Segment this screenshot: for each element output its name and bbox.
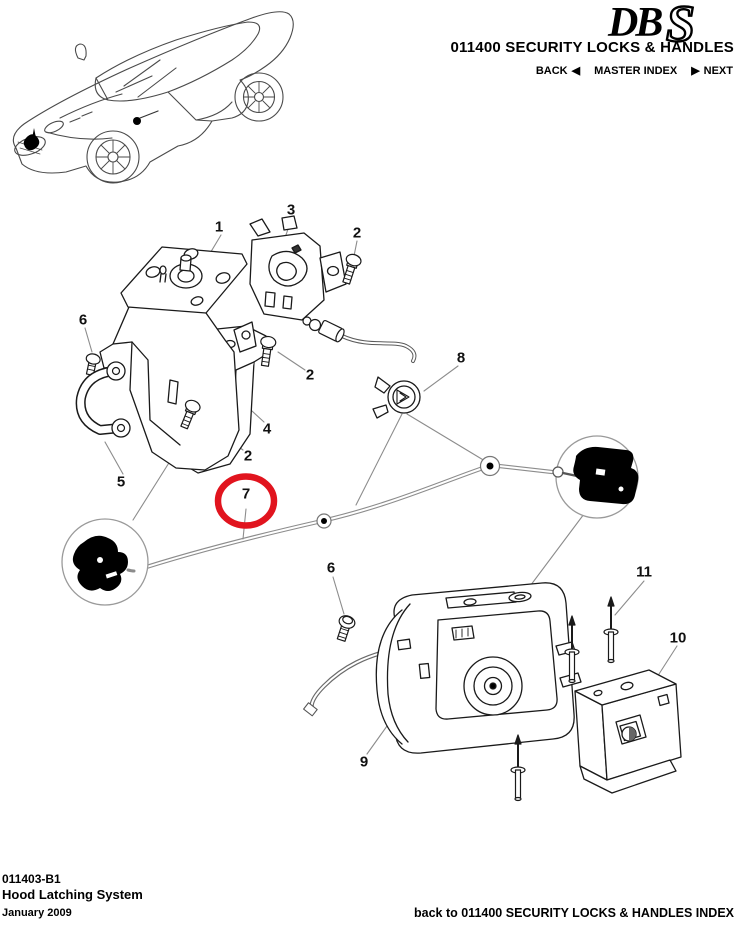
page-title: 011400 SECURITY LOCKS & HANDLES (450, 39, 734, 56)
callout-item-10: 10 (669, 629, 687, 647)
master-index-link[interactable]: MASTER INDEX (594, 65, 678, 77)
callout-item-2c: 2 (243, 447, 253, 465)
bolt-2c (180, 399, 201, 430)
back-arrow-icon[interactable]: ◀ (571, 65, 581, 77)
cable-junction (316, 455, 501, 529)
rivet-pin-11b (603, 596, 619, 664)
screw-6b (336, 615, 356, 642)
rear-wheel (234, 72, 284, 122)
release-bracket-5 (75, 361, 131, 438)
doc-date: January 2009 (2, 907, 72, 919)
cable-grommet-8 (372, 376, 421, 419)
interior-handle-detail (61, 518, 149, 606)
callout-item-1: 1 (214, 218, 224, 236)
hood-latch-3 (249, 215, 347, 321)
next-link[interactable]: NEXT (703, 65, 733, 77)
dbs-logo: DB S (607, 0, 696, 46)
fender-marker-dot (133, 110, 159, 125)
front-wheel (86, 130, 140, 184)
rivet-pin-11a (564, 615, 580, 684)
doc-number: 011403-B1 (2, 872, 61, 886)
callout-item-4: 4 (262, 420, 272, 438)
back-link[interactable]: BACK (535, 65, 568, 77)
callout-item-8: 8 (456, 349, 466, 367)
callout-item-2a: 2 (352, 224, 362, 242)
callout-item-11: 11 (636, 563, 652, 581)
actuator-module-9 (375, 582, 582, 754)
back-to-index-link[interactable]: back to 011400 SECURITY LOCKS & HANDLES … (414, 906, 734, 920)
callout-item-7-highlighted: 7 (241, 485, 251, 503)
highlight-circle (214, 473, 278, 529)
callout-item-9: 9 (359, 753, 369, 771)
rivet-pin-11c (510, 734, 526, 802)
latch-detail (552, 435, 639, 519)
callout-item-5: 5 (116, 473, 126, 491)
logo-s-text: S (666, 0, 695, 46)
bolt-2b (260, 335, 277, 367)
doc-title: Hood Latching System (2, 887, 143, 902)
mounting-bracket-10 (574, 669, 682, 794)
striker-plate-assembly-1 (99, 246, 257, 471)
callout-item-3: 3 (286, 201, 296, 219)
module-cable (303, 645, 407, 717)
callout-item-6b: 6 (326, 559, 336, 577)
latch-cable (302, 316, 417, 363)
hood-marker-dot (23, 128, 40, 151)
release-cable-7 (131, 463, 555, 574)
callout-item-2b: 2 (305, 366, 315, 384)
bolt-2a (342, 253, 362, 285)
logo-db-text: DB (607, 0, 662, 46)
nav-bar: BACK◀ MASTER INDEX ▶NEXT (536, 64, 733, 77)
car-figure (12, 11, 294, 184)
next-arrow-icon[interactable]: ▶ (691, 65, 700, 77)
callout-item-6a: 6 (78, 311, 88, 329)
